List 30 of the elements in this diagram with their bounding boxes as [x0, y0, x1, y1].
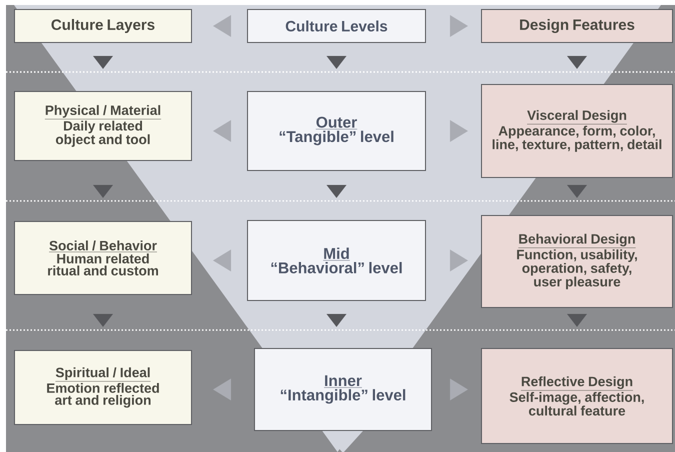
triangle-arrow [450, 120, 468, 142]
triangle-arrow [450, 250, 468, 272]
triangle-arrow [326, 56, 346, 69]
triangle-arrow [450, 15, 468, 37]
level-box: Culture Levels [247, 9, 426, 43]
layer-box: Social / Behavior Human related ritual and custom [14, 221, 192, 295]
triangle-arrow [567, 56, 587, 69]
feature-box: Reflective Design Self-image, affection, cultural feature [481, 348, 673, 444]
triangle-arrow [213, 378, 232, 400]
triangle-arrow [323, 430, 363, 452]
triangle-arrow [567, 184, 587, 198]
triangle-arrow [213, 15, 232, 37]
level-box: Inner “Intangible” level [254, 348, 432, 431]
feature-box: Behavioral Design Function, usability, operation, safety, user pleasure [481, 215, 673, 308]
layer-box: Spiritual / Ideal Emotion reflected art and religion [14, 350, 192, 425]
triangle-arrow [213, 250, 232, 272]
feature-box: Design Features [481, 9, 673, 43]
triangle-arrow [567, 314, 587, 327]
layer-box: Physical / Material Daily related object and tool [14, 91, 192, 161]
triangle-arrow [93, 56, 113, 69]
triangle-arrow [326, 314, 346, 327]
triangle-arrow [93, 314, 113, 327]
triangle-arrow [213, 120, 232, 142]
feature-box: Visceral Design Appearance, form, color, line, texture, pattern, detail [481, 84, 673, 178]
level-box: Mid “Behavioral” level [247, 220, 426, 301]
triangle-arrow [93, 184, 113, 198]
layer-box: Culture Layers [14, 9, 192, 43]
triangle-arrow [326, 184, 346, 198]
level-box: Outer “Tangible” level [247, 91, 426, 171]
triangle-arrow [450, 378, 468, 400]
